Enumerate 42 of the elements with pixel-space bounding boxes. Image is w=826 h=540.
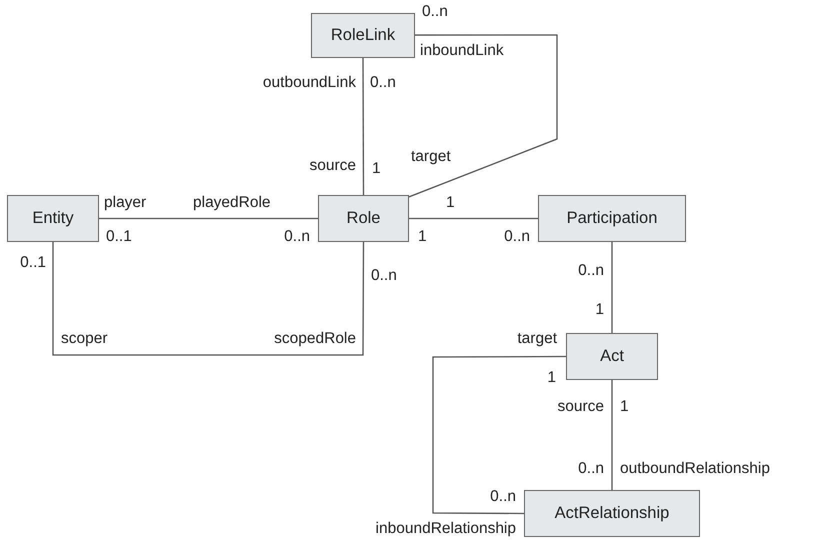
role-label: 0..n [490,488,516,506]
role-label: source [309,157,356,175]
role-label: 1 [595,301,604,319]
class-box: Act [566,333,658,380]
role-label: playedRole [193,194,271,212]
role-label: 0..n [371,267,397,285]
role-label: 0..n [578,262,604,280]
role-label: 1 [446,194,455,212]
role-label: scoper [61,330,108,348]
class-box: Role [318,195,409,242]
role-label: 0..n [370,74,396,92]
role-label: inboundLink [420,42,504,60]
role-label: player [104,194,146,212]
role-label: 1 [547,369,556,387]
association-line [611,380,613,490]
role-label: 1 [418,228,427,246]
role-label: 0..1 [106,228,132,246]
class-box: Participation [538,195,686,242]
role-label: 0..n [284,228,310,246]
role-label: inboundRelationship [376,520,516,538]
role-label: source [557,398,604,416]
role-label: 1 [620,398,629,416]
association-line [408,34,558,198]
association-line [362,58,364,195]
role-label: 0..1 [20,254,46,272]
role-label: scopedRole [274,330,356,348]
role-label: target [517,330,557,348]
role-label: 0..n [422,3,448,21]
association-line [99,218,318,220]
class-box: ActRelationship [524,490,700,537]
association-line [52,242,364,356]
role-label: 0..n [504,228,530,246]
association-line [409,218,538,220]
class-box: Entity [7,195,99,242]
role-label: 0..n [578,460,604,478]
role-label: outboundLink [262,74,356,92]
association-line [432,356,566,514]
association-line [611,242,613,333]
role-label: target [411,148,451,166]
role-label: 1 [372,160,381,178]
role-label: outboundRelationship [620,460,770,478]
class-box: RoleLink [311,13,415,58]
